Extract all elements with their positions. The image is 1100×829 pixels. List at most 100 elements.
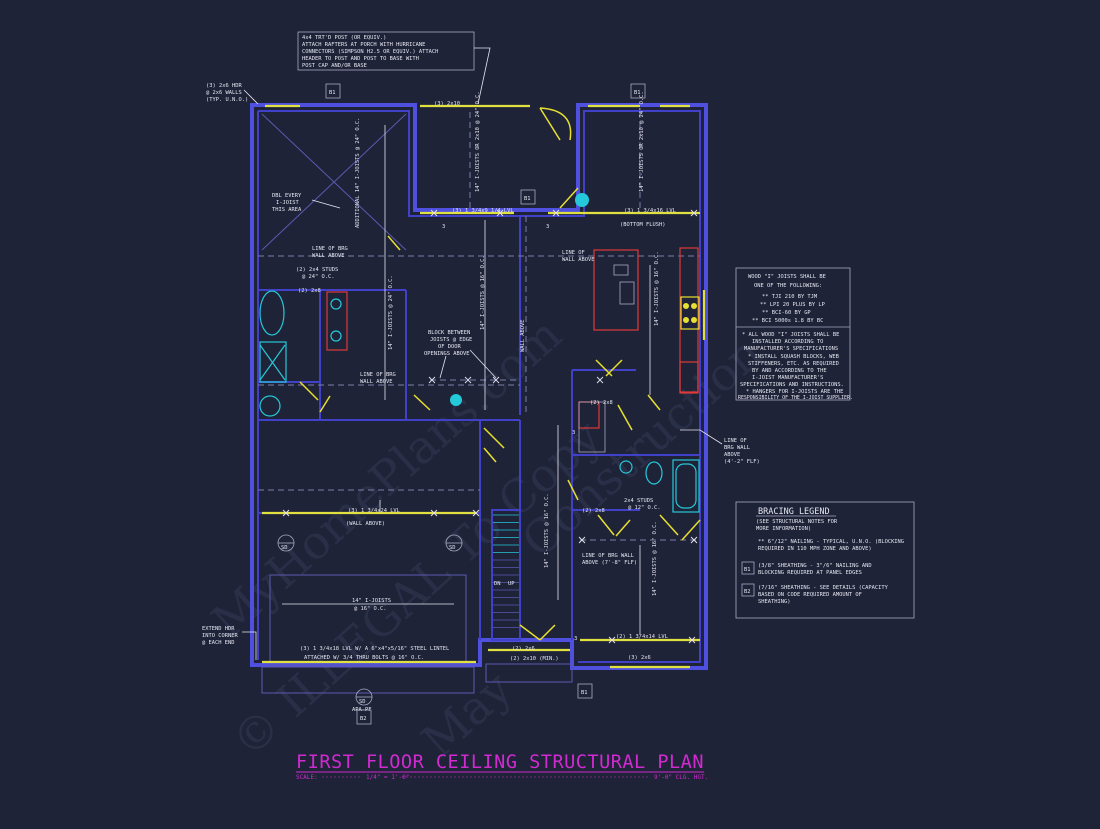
lvl-14-label: (2) 1 3/4x14 LVL [616, 634, 668, 640]
block-note-2: JOISTS @ EDGE [430, 337, 472, 343]
brg-line-2b: WALL ABOVE [562, 257, 594, 263]
hdr-2x10-label: (2) 2x10 (MIN.) [510, 656, 559, 662]
extend-hdr-note-2: INTO CORNER [202, 633, 238, 639]
dbl-joist-note-2: I-JOIST [276, 200, 299, 206]
plan-title: FIRST FLOOR CEILING STRUCTURAL PLAN [296, 751, 704, 773]
vertical-joist-labels: ADDITIONAL 14" I-JOISTS @ 24" O.C. 14" I… [355, 91, 660, 596]
connector-x-mark [578, 536, 586, 544]
bottom-flush-label: (BOTTOM FLUSH) [620, 222, 665, 228]
connector-x-mark [492, 376, 500, 384]
porch-note-line-3: CONNECTORS (SIMPSON H2.5 OR EQUIV.) ATTA… [302, 49, 438, 55]
studs-label-1b: @ 24" O.C. [302, 274, 334, 280]
hdr-2x8-c-label: (2) 2x8 [590, 400, 613, 406]
plan-labels: (3) 2x10 (3) 1 3/4x9 1/4 LVL (3) 1 3/4x1… [202, 101, 760, 662]
joist-item-4: ** BCI 5000s 1.8 BY BC [752, 318, 823, 324]
ijoist-14-label: 14" I-JOISTS [352, 598, 391, 604]
lvl-label-2: (3) 1 3/4x16 LVL [624, 208, 676, 214]
num-4: 3 [574, 636, 577, 642]
hdr-2x8-b-label: (2) 2x8 [582, 508, 605, 514]
connector-x-mark [282, 509, 290, 517]
bracing-markers: B1 B1 B1 B1 B2 SD APA-PF SD SD [277, 83, 646, 725]
watermark: © ILLEGAL To Copy MyHomePlans.com Constr… [201, 307, 772, 768]
lvl-big-label: (3) 1 3/4x24 LVL [348, 508, 400, 514]
brg-wall-right-2: BRG WALL [724, 445, 750, 451]
ijoist-16oc-label: @ 16" O.C. [354, 606, 386, 612]
connector-x-mark [690, 209, 698, 217]
brg-line-1b: WALL ABOVE [312, 253, 344, 259]
joist-note-6: BY AND ACCORDING TO THE [752, 368, 827, 374]
bracing-nail-2: REQUIRED IN 110 MPH ZONE AND ABOVE) [758, 546, 872, 552]
connector-x-mark [596, 376, 604, 384]
extend-hdr-note-3: @ EACH END [202, 640, 234, 646]
joist-heading-1: WOOD "I" JOISTS SHALL BE [748, 274, 826, 280]
connector-marks [282, 209, 698, 644]
stair-up: UP [508, 581, 515, 587]
v-wall-above: WALL ABOVE [520, 320, 526, 352]
double-joist-area [261, 113, 407, 251]
bath-fixtures [259, 290, 700, 513]
brg-flf-a: LINE OF BRG WALL [582, 553, 634, 559]
wall-above-label: (WALL ABOVE) [346, 521, 385, 527]
brg-line-1a: LINE OF BRG [312, 246, 348, 252]
studs-label-1a: (2) 2x4 STUDS [296, 267, 338, 273]
ceiling-height: 9'-0" CLG. HGT. [654, 774, 708, 781]
apa-label: APA-PF [352, 707, 371, 713]
door-swings [299, 107, 701, 641]
b2-marker: B2 [360, 716, 367, 722]
brg-flf-b: ABOVE (7'-8" FLF) [582, 560, 637, 566]
block-note-1: BLOCK BETWEEN [428, 330, 470, 336]
block-note-4: OPENINGS ABOVE [424, 351, 469, 357]
bracing-nail-1: ** 6"/12" NAILING - TYPICAL, U.N.O. (BLO… [758, 539, 904, 545]
hdr-top-label: (3) 2x10 [434, 101, 460, 107]
num-2: 3 [546, 224, 549, 230]
kitchen [578, 247, 700, 453]
bracing-sub-2: MORE INFORMATION) [756, 526, 811, 532]
wood-joist-notes: WOOD "I" JOISTS SHALL BE ONE OF THE FOLL… [735, 267, 853, 401]
porch-note-line-1: 4x4 TRT'D POST (OR EQUIV.) [302, 35, 386, 41]
v-joist-3: 14" I-JOISTS OR 2x10 @ 24" O.C. [639, 91, 645, 192]
v-joist-7: 14" I-JOISTS @ 16" O.C. [544, 493, 550, 568]
connector-x-mark [496, 209, 504, 217]
hdr-walls-note-1: (3) 2x6 HDR [206, 83, 242, 89]
hdr-2x6-label: (2) 2x6 [512, 646, 535, 652]
hdr-walls-note-2: @ 2x6 WALLS [206, 90, 242, 96]
detail-sd-1: SD [359, 699, 366, 705]
connector-x-mark [472, 509, 480, 517]
lvl-label-1: (3) 1 3/4x9 1/4 LVL [452, 208, 514, 214]
joist-item-2: ** LPI 20 PLUS BY LP [760, 302, 825, 308]
interior-walls [258, 216, 700, 694]
v-joist-6: 14" I-JOISTS @ 16" O.C. [654, 251, 660, 326]
joist-note-5: STIFFENERS, ETC. AS REQUIRED [748, 361, 839, 367]
legend-b2-text-3: SHEATHING) [758, 599, 790, 605]
detail-sd-2: SD [281, 545, 288, 551]
scale-value: 1/4" = 1'-0" [366, 774, 409, 781]
detail-sd-3: SD [449, 545, 456, 551]
studs-label-2a: 2x4 STUDS [624, 498, 653, 504]
brg-line-3a: LINE OF BRG [360, 372, 396, 378]
dbl-joist-note-3: THIS AREA [272, 207, 302, 213]
connector-x-mark [552, 209, 560, 217]
extend-hdr-note-1: EXTEND HDR [202, 626, 235, 632]
stair-dn: DN [494, 581, 501, 587]
legend-b2-key: B2 [744, 589, 751, 595]
v-joist-4: 14" I-JOISTS @ 24" O.C. [388, 275, 394, 350]
connector-x-mark [428, 376, 436, 384]
v-joist-8: 14" I-JOISTS @ 16" O.C. [652, 521, 658, 596]
joist-note-2: INSTALLED ACCORDING TO [752, 339, 823, 345]
porch-post-note: 4x4 TRT'D POST (OR EQUIV.) ATTACH RAFTER… [297, 31, 491, 105]
hdr-3x6-label: (3) 2x6 [628, 655, 651, 661]
joist-item-3: ** BCI-60 BY GP [762, 310, 811, 316]
connector-x-mark [430, 209, 438, 217]
brg-wall-right-3: ABOVE [724, 452, 740, 458]
brg-line-2a: LINE OF [562, 250, 585, 256]
joist-note-8: SPECIFICATIONS AND INSTRUCTIONS. [740, 382, 844, 388]
legend-b1-text-2: BLOCKING REQUIRED AT PANEL EDGES [758, 570, 862, 576]
headers [262, 104, 706, 669]
scale-label: SCALE: [296, 774, 318, 781]
num-1: 3 [442, 224, 445, 230]
v-joist-5: 14" I-JOISTS @ 16" O.C. [480, 255, 486, 330]
legend-b2-text-1: (7/16" SHEATHING - SEE DETAILS (CAPACITY [758, 585, 889, 591]
porch-note-line-5: POST CAP AND/OR BASE [302, 63, 367, 69]
hdr-2x8-label: (2) 2x8 [298, 288, 321, 294]
